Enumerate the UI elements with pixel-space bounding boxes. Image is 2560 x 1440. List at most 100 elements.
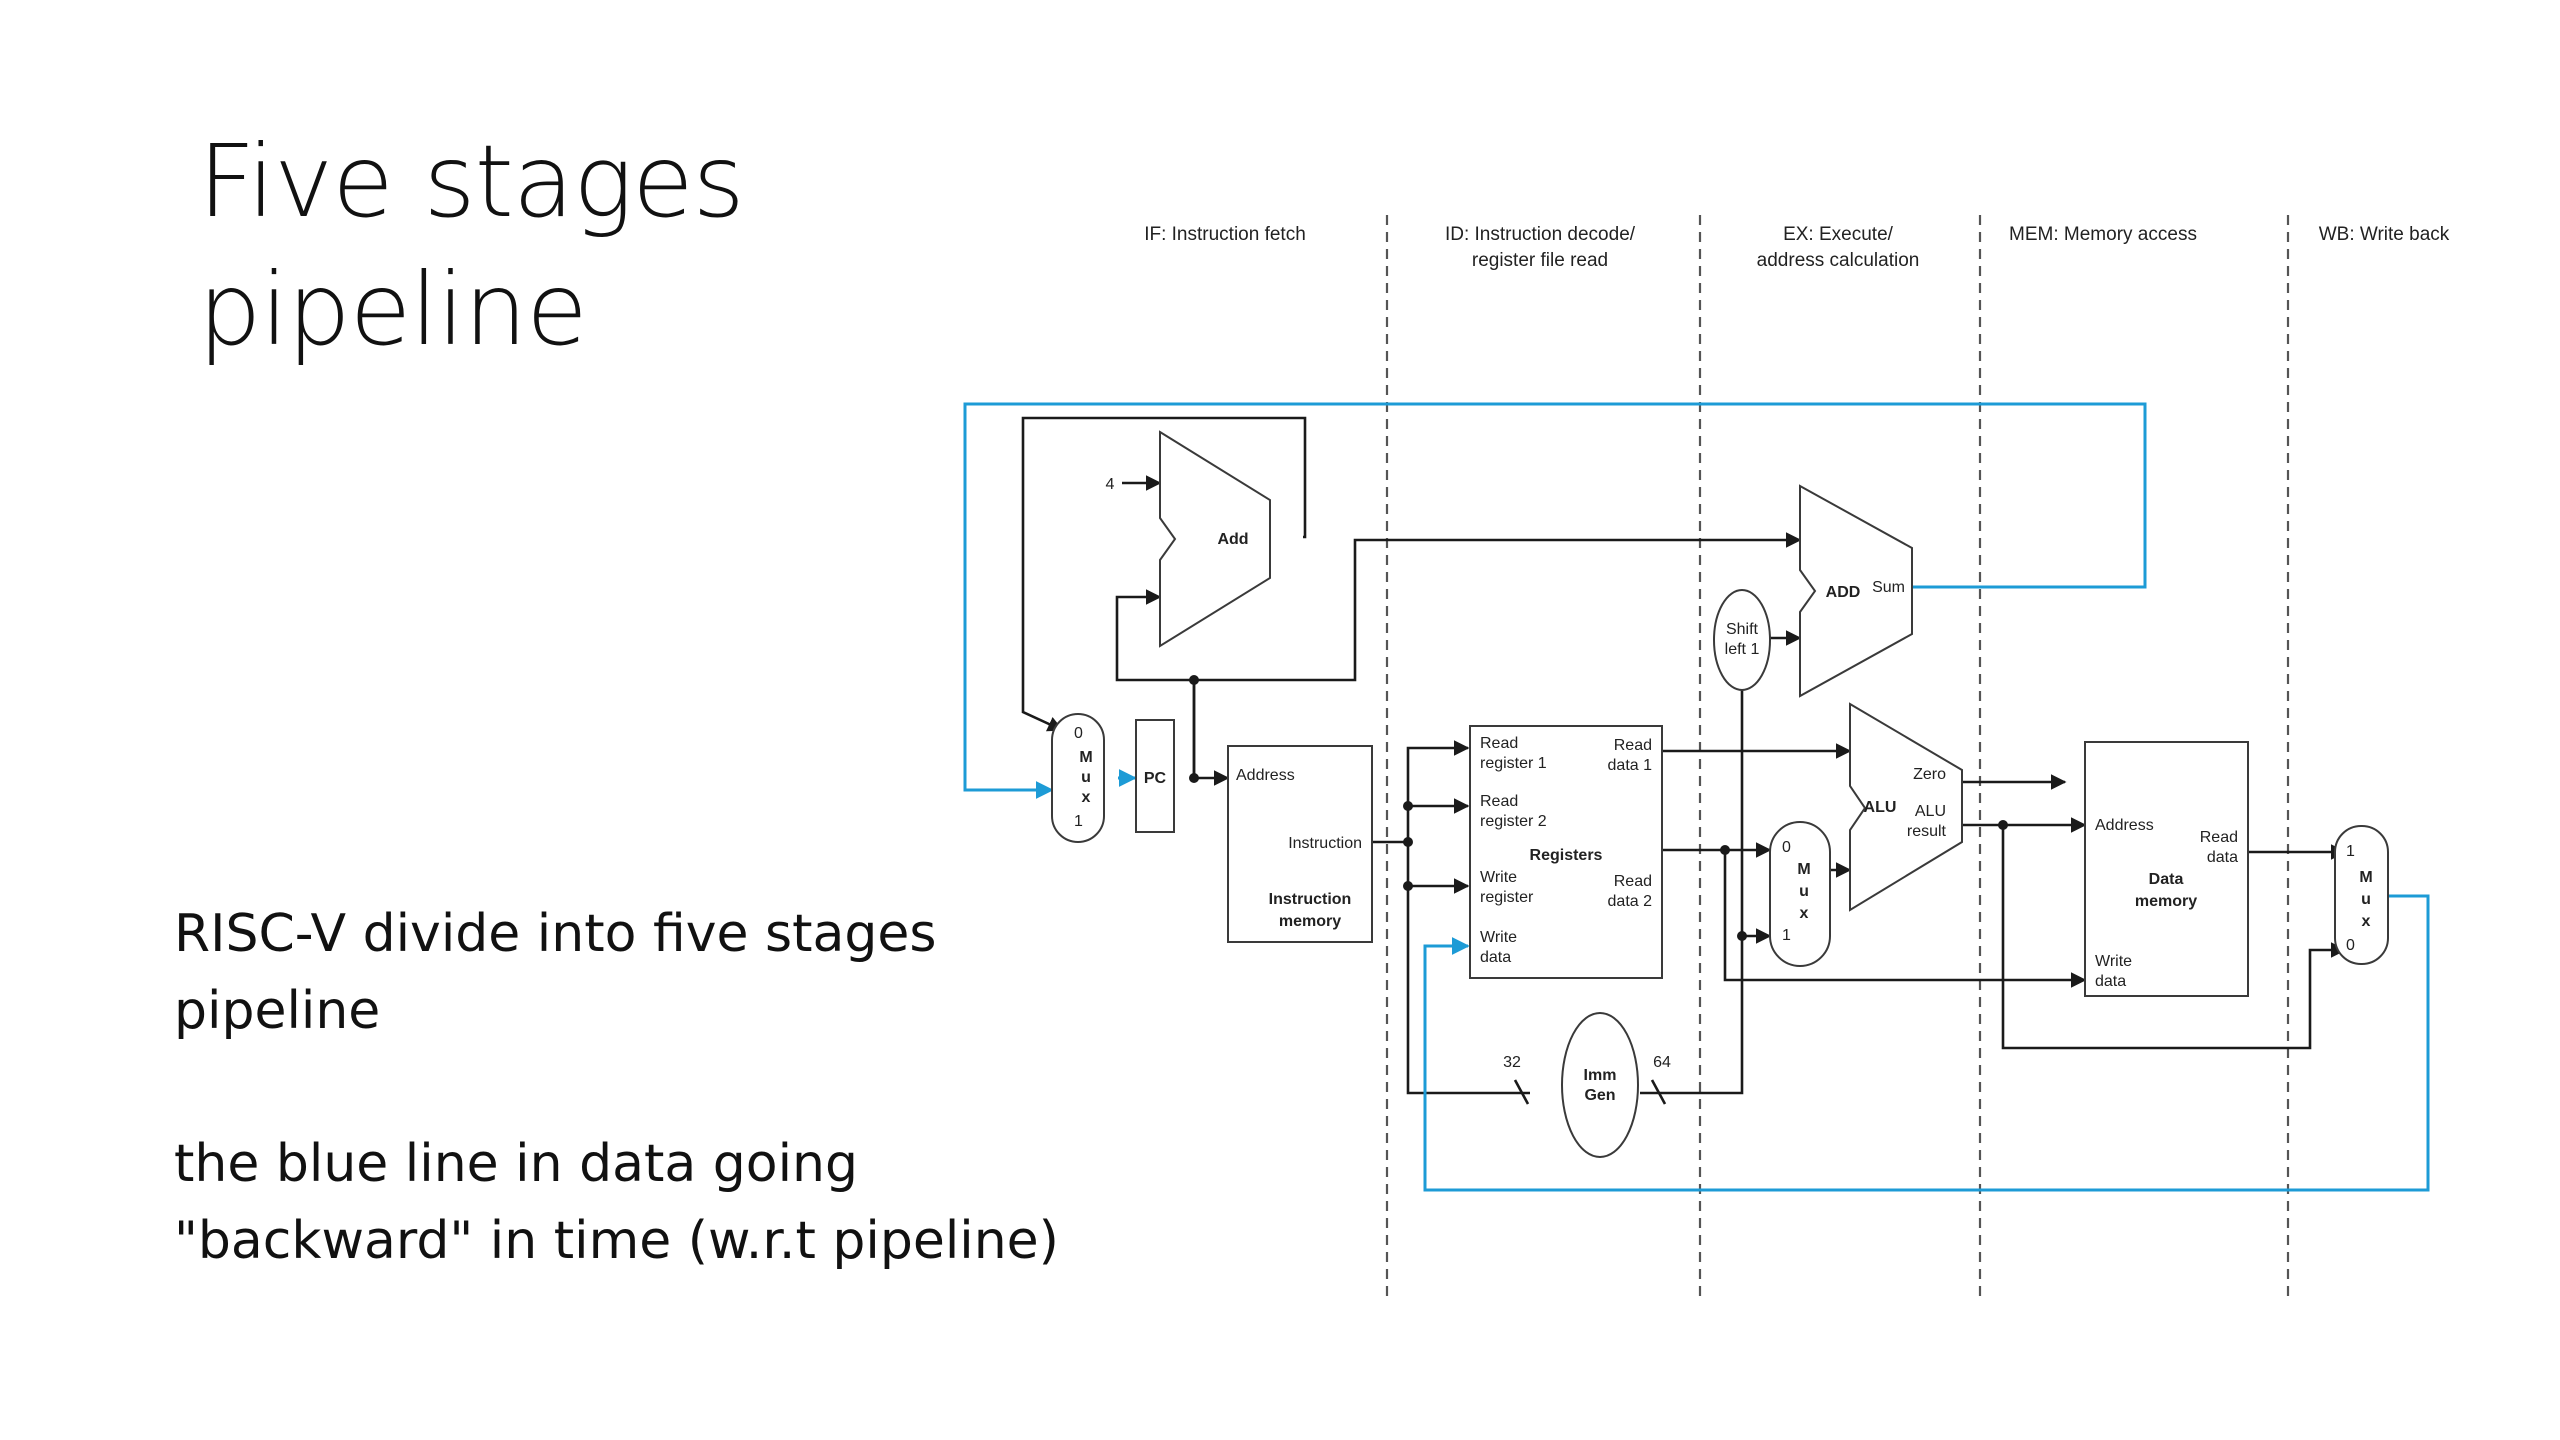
instruction-memory-body: [1227, 745, 1373, 943]
dmem-read-data-line-1: Read: [2200, 829, 2238, 846]
bus-width-tick-64: [1650, 1079, 1667, 1105]
junction-dot: [1720, 845, 1730, 855]
shift-left-line-1: Shift: [1726, 621, 1759, 638]
imm-gen-line-1: Imm: [1584, 1067, 1617, 1084]
alu-label: ALU: [1864, 799, 1897, 816]
pc-adder-label: Add: [1217, 531, 1248, 548]
alu-result-bypass: [2001, 825, 2347, 1050]
bits-64-label: 64: [1653, 1054, 1671, 1071]
read-register-2-line-1: Read: [1480, 793, 1518, 810]
imem-address-label: Address: [1236, 767, 1295, 784]
bus-width-tick-32: [1513, 1079, 1530, 1105]
branch-adder-label: ADD: [1826, 584, 1861, 601]
body-paragraph-2-line-2: "backward" in time (w.r.t pipeline): [174, 1211, 1059, 1271]
feedback-wires: [963, 402, 2430, 1192]
data-memory-body: [2084, 741, 2249, 997]
stage-label-id-line-2: register file read: [1472, 250, 1608, 271]
read-data-2-line-2: data 2: [1608, 893, 1653, 910]
alu-mux-u: u: [1799, 883, 1809, 900]
stage-label-wb: WB: Write back: [2319, 224, 2450, 245]
instruction-memory: Address Instruction Instruction memory: [1227, 745, 1373, 943]
wire-junctions: [1189, 675, 2008, 941]
slide-title: Five stages pipeline: [198, 118, 745, 374]
pc-mux-x: x: [1082, 789, 1091, 806]
junction-dot: [1737, 931, 1747, 941]
pc-to-branch-adder-wire: [1194, 532, 1802, 682]
body-paragraph-1-line-2: pipeline: [174, 981, 381, 1041]
pc-adder-body: [1159, 430, 1271, 648]
const-4-label: 4: [1106, 476, 1115, 493]
writeback-mux-sel-1: 1: [2346, 843, 2355, 860]
shift-left: Shift left 1: [1713, 589, 1771, 691]
alu-mux-sel-0: 0: [1782, 839, 1791, 856]
slide-body: RISC-V divide into five stages pipeline …: [174, 896, 1174, 1356]
body-paragraph-1-line-1: RISC-V divide into five stages: [174, 904, 937, 964]
instr-to-imm-gen: [1406, 886, 1530, 1095]
register-file-body: [1469, 725, 1663, 979]
pc-mux-sel-0: 0: [1074, 725, 1083, 742]
dmem-name-line-2: memory: [2135, 893, 2197, 910]
writeback-mux-sel-0: 0: [2346, 937, 2355, 954]
stage-labels: IF: Instruction fetch ID: Instruction de…: [1144, 224, 2450, 271]
zero-label: Zero: [1913, 766, 1946, 783]
imm-gen-body: [1561, 1012, 1639, 1158]
imm-gen-out-wire: [1640, 642, 1744, 1095]
write-data-line-2: data: [1480, 949, 1511, 966]
imm-gen-line-2: Gen: [1584, 1087, 1615, 1104]
stage-label-ex-line-2: address calculation: [1757, 250, 1920, 271]
instr-to-write-reg: [1406, 842, 1470, 894]
pc-mux: 0 M u x 1: [1051, 713, 1105, 843]
body-paragraph-2: the blue line in data going "backward" i…: [174, 1126, 1174, 1280]
shift-left-body: [1713, 589, 1771, 691]
shift-left-line-2: left 1: [1725, 641, 1760, 658]
writeback-mux-x: x: [2362, 913, 2371, 930]
dmem-write-data-line-2: data: [2095, 973, 2126, 990]
registers-label: Registers: [1530, 847, 1603, 864]
sum-label: Sum: [1872, 579, 1905, 596]
write-data-line-1: Write: [1480, 929, 1517, 946]
stage-label-ex-line-1: EX: Execute/: [1783, 224, 1894, 245]
junction-dot: [1189, 675, 1199, 685]
write-back-feedback: [1423, 894, 2430, 1192]
pc-register: PC: [1135, 719, 1175, 833]
writeback-mux-body: [2334, 825, 2389, 965]
bits-32-label: 32: [1503, 1054, 1521, 1071]
alu-body: [1849, 702, 1963, 912]
imem-name-line-2: memory: [1279, 913, 1341, 930]
write-register-line-2: register: [1480, 889, 1534, 906]
register-file: Read register 1 Read register 2 Register…: [1469, 725, 1663, 979]
branch-adder-body: [1799, 484, 1913, 698]
pc-register-body: [1135, 719, 1175, 833]
junction-dot: [1403, 837, 1413, 847]
data-memory: Address Read data Data memory Write data: [2084, 741, 2249, 997]
read-register-1-line-1: Read: [1480, 735, 1518, 752]
stage-label-if: IF: Instruction fetch: [1144, 224, 1306, 245]
pc-mux-sel-1: 1: [1074, 813, 1083, 830]
pc-mux-u: u: [1081, 769, 1091, 786]
dmem-write-data-line-1: Write: [2095, 953, 2132, 970]
pc-plus-4-wire: [1021, 416, 1307, 732]
junction-dot: [1998, 820, 2008, 830]
dmem-address-label: Address: [2095, 817, 2154, 834]
read-data-1-line-2: data 1: [1608, 757, 1653, 774]
body-paragraph-1: RISC-V divide into five stages pipeline: [174, 896, 1174, 1050]
pc-out-wire: [1192, 680, 1230, 786]
dmem-name-line-1: Data: [2149, 871, 2184, 888]
junction-dot: [1189, 773, 1199, 783]
pc-to-add-wire: [1115, 589, 1194, 682]
writeback-mux-m: M: [2359, 869, 2372, 886]
imem-name-line-1: Instruction: [1269, 891, 1352, 908]
alu-result-line-1: ALU: [1915, 803, 1946, 820]
stage-dividers: [1385, 215, 2290, 1300]
alu-mux-sel-1: 1: [1782, 927, 1791, 944]
writeback-mux-u: u: [2361, 891, 2371, 908]
alu: ALU Zero ALU result: [1849, 702, 1963, 912]
imm-gen: Imm Gen 32 64: [1503, 1012, 1671, 1158]
junction-dot: [1403, 801, 1413, 811]
instr-to-read-reg-1: [1372, 740, 1470, 844]
branch-adder: ADD Sum: [1799, 484, 1913, 698]
alu-result-line-2: result: [1907, 823, 1947, 840]
alu-mux: 0 M u x 1: [1769, 821, 1831, 967]
alu-mux-x: x: [1800, 905, 1809, 922]
